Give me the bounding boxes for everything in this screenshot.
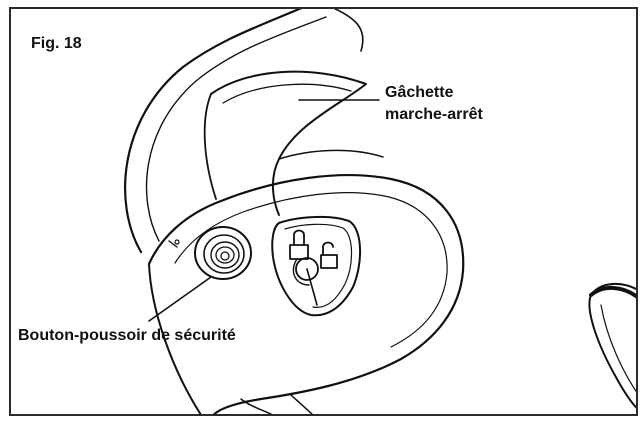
housing-rib-2 — [290, 394, 313, 414]
lock-icon-body — [289, 244, 309, 260]
safety-button-ring-1 — [203, 234, 245, 274]
safety-button-ring-2 — [210, 241, 240, 269]
housing-notch — [168, 240, 178, 248]
safety-button-outer — [194, 226, 252, 280]
lock-selector-arc — [292, 258, 310, 286]
safety-button-callout: Bouton-poussoir de sécurité — [18, 327, 236, 344]
trigger-callout-line-2: marche-arrêt — [385, 106, 483, 123]
trigger-outline — [210, 70, 367, 216]
figure-number: Fig. 18 — [31, 35, 82, 52]
handle-outer-arc-inner — [145, 16, 327, 242]
housing-pin — [174, 239, 180, 245]
housing-outline — [147, 174, 465, 414]
trigger-inner — [222, 83, 352, 104]
lock-icon-shackle — [293, 229, 305, 246]
unlock-icon-body — [320, 254, 338, 269]
lock-panel-inner — [284, 223, 353, 308]
figure-frame: Fig. 18 Gâchette marche-arrêt Bouton-pou… — [9, 7, 638, 416]
safety-button-ring-3 — [215, 246, 235, 264]
cylinder-body — [588, 283, 636, 409]
safety-leader-line — [148, 276, 212, 322]
safety-button-center — [220, 251, 230, 261]
unlock-icon-shackle — [322, 241, 334, 256]
handle-outer-arc — [124, 9, 302, 254]
lock-selector-pointer — [306, 268, 318, 306]
trigger-callout-line-1: Gâchette — [385, 84, 454, 101]
housing-lower-body — [148, 263, 202, 414]
handle-back-curve — [333, 9, 364, 52]
trigger-rim — [278, 149, 384, 160]
housing-inner-edge — [174, 192, 448, 348]
lock-panel-outline — [271, 215, 362, 317]
housing-rib — [240, 398, 273, 414]
tool-illustration — [124, 9, 636, 414]
trigger-lower — [203, 93, 217, 200]
lock-selector-dial — [295, 257, 319, 281]
cylinder-edge — [600, 304, 636, 393]
trigger-callout: Gâchette marche-arrêt — [385, 82, 483, 126]
cylinder-cap — [589, 286, 636, 299]
